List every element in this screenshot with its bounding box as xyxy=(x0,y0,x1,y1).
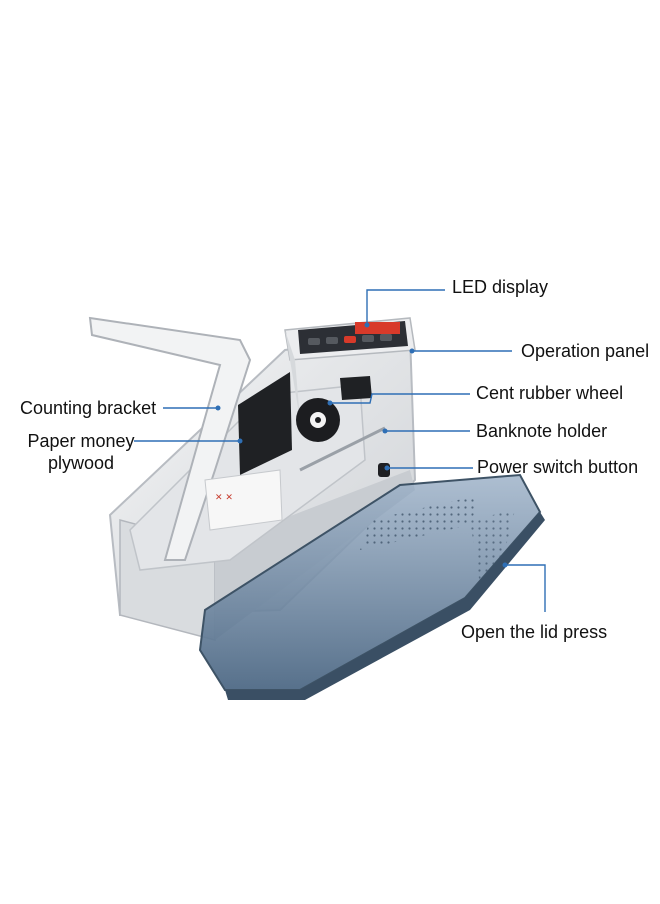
banknote-holder-rod xyxy=(299,426,386,472)
callout-led xyxy=(366,289,445,325)
label-operation-panel: Operation panel xyxy=(521,341,650,361)
label-paper-money-line2: plywood xyxy=(47,453,115,473)
label-led-display: LED display xyxy=(452,277,549,297)
label-paper-money-line1: Paper money xyxy=(27,431,135,451)
svg-text:✕ ✕: ✕ ✕ xyxy=(215,493,233,503)
device-lid xyxy=(198,473,545,700)
label-paper-money: Paper money plywood xyxy=(26,430,136,474)
plywood-plates: ✕ ✕ xyxy=(204,372,372,531)
label-banknote-holder: Banknote holder xyxy=(476,421,608,441)
label-cent-rubber-wheel: Cent rubber wheel xyxy=(476,383,624,403)
label-power-switch-button: Power switch button xyxy=(477,457,639,477)
callout-lid xyxy=(505,564,546,612)
rubber-wheel xyxy=(296,398,340,442)
led-display-screen xyxy=(355,322,400,334)
label-counting-bracket: Counting bracket xyxy=(20,398,157,418)
callout-lines xyxy=(134,289,546,612)
callout-wheel xyxy=(330,393,470,404)
label-open-lid-press: Open the lid press xyxy=(461,622,608,642)
counting-bracket-arm xyxy=(88,316,252,561)
